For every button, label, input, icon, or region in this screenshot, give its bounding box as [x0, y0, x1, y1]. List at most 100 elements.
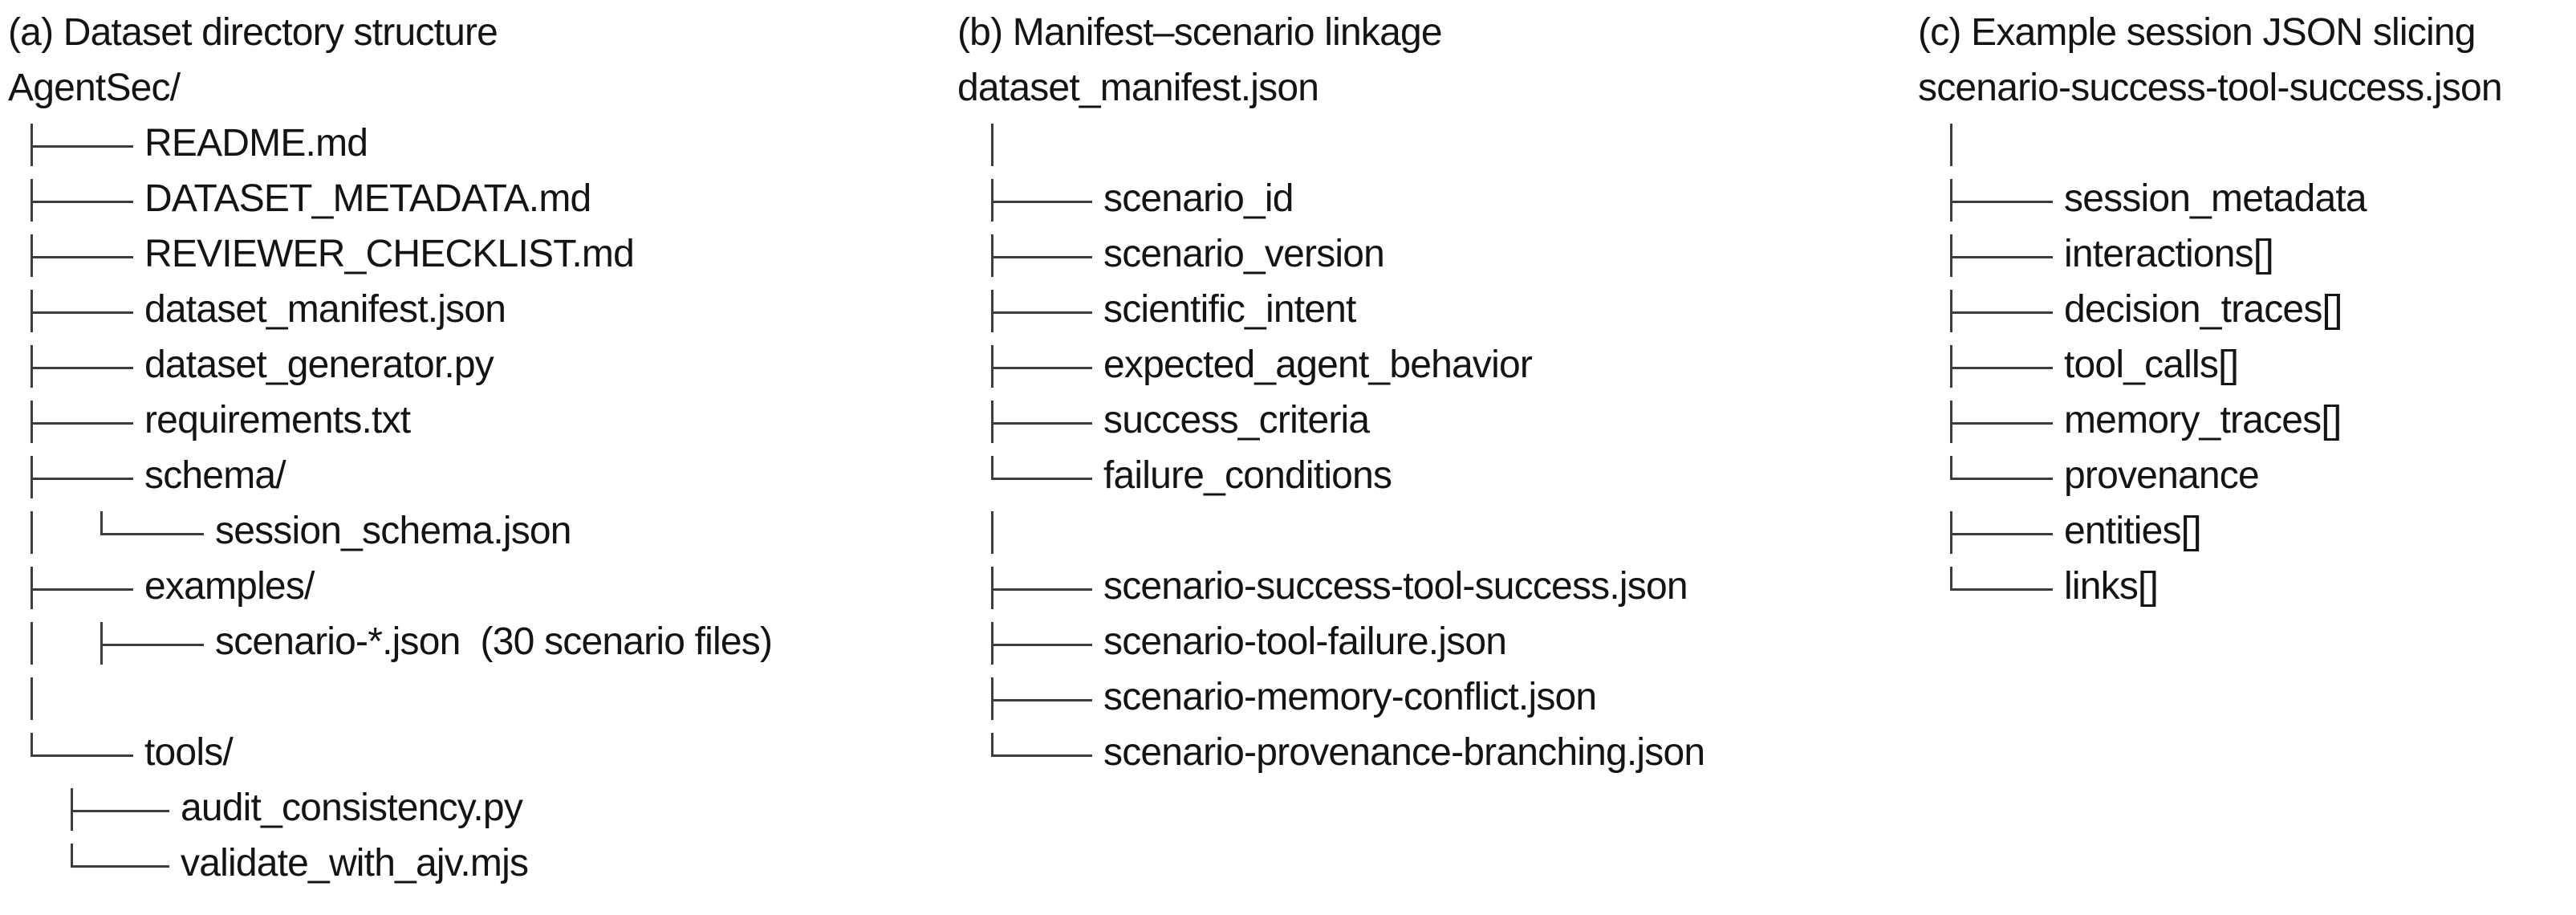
tree-row: tools/ [8, 722, 963, 777]
tree-item-label: decision_traces[] [2064, 288, 2342, 331]
tree-vertical-line [991, 567, 993, 609]
tree-horizontal-line [71, 810, 169, 812]
tree-vertical-line [30, 124, 33, 166]
tree-horizontal-line [30, 311, 133, 314]
tree-horizontal-line [991, 644, 1092, 646]
tree-item-label: scenario_id [1103, 177, 1294, 220]
tree-horizontal-line [991, 422, 1092, 425]
tree-vertical-line [991, 677, 993, 720]
tree-row: tool_calls[] [1918, 334, 2576, 389]
tree-vertical-line [1950, 345, 1952, 388]
tree-row: provenance [1918, 445, 2576, 500]
tree-item-label: validate_with_ajv.mjs [181, 842, 529, 885]
tree-item-label: session_schema.json [215, 510, 572, 552]
tree-vertical-line [30, 733, 33, 757]
tree-horizontal-line [1950, 311, 2053, 314]
tree-horizontal-line [30, 588, 133, 591]
tree-row: DATASET_METADATA.md [8, 168, 963, 223]
tree-row [957, 112, 1912, 168]
tree-vertical-line [30, 290, 33, 332]
tree-vertical-line [71, 788, 73, 831]
panel-title-row: (a) Dataset directory structure [8, 2, 963, 57]
tree-item-label: audit_consistency.py [181, 787, 523, 829]
tree-item-label: DATASET_METADATA.md [144, 177, 591, 220]
tree-row: scenario-provenance-branching.json [957, 722, 1912, 777]
tree-vertical-line [30, 622, 33, 665]
tree-vertical-line [30, 401, 33, 443]
tree-horizontal-line [30, 422, 133, 425]
tree-item-label: memory_traces[] [2064, 399, 2342, 441]
panel-title-row: (c) Example session JSON slicing [1918, 2, 2576, 57]
panel-title-row: (b) Manifest–scenario linkage [957, 2, 1912, 57]
tree-horizontal-line [991, 478, 1092, 480]
tree-horizontal-line [1950, 588, 2053, 591]
tree-vertical-line [30, 234, 33, 277]
tree-item-label: entities[] [2064, 510, 2202, 552]
tree-item-label: expected_agent_behavior [1103, 344, 1533, 386]
tree-horizontal-line [991, 201, 1092, 203]
tree-item-label: REVIEWER_CHECKLIST.md [144, 233, 635, 275]
tree-vertical-line [991, 456, 993, 480]
tree-item-label: tool_calls[] [2064, 344, 2239, 386]
tree-vertical-line [1950, 456, 1952, 480]
tree-row: memory_traces[] [1918, 389, 2576, 445]
tree-item-label: provenance [2064, 454, 2260, 497]
tree-vertical-line [991, 179, 993, 222]
tree-horizontal-line [1950, 367, 2053, 369]
tree-row: dataset_generator.py [8, 334, 963, 389]
tree-row: expected_agent_behavior [957, 334, 1912, 389]
tree-horizontal-line [30, 367, 133, 369]
tree-item-label: interactions[] [2064, 233, 2274, 275]
tree-vertical-line [991, 733, 993, 757]
panel-title: (b) Manifest–scenario linkage [957, 11, 1443, 54]
tree-row [8, 666, 963, 722]
tree-row: interactions[] [1918, 223, 2576, 279]
tree-row: schema/ [8, 445, 963, 500]
tree-vertical-line [30, 567, 33, 609]
tree-vertical-line [100, 622, 103, 665]
tree-vertical-line [1950, 179, 1952, 222]
tree-vertical-line [1950, 290, 1952, 332]
tree-row: scenario-success-tool-success.json [957, 555, 1912, 611]
tree-vertical-line [991, 511, 993, 554]
tree-row: audit_consistency.py [8, 777, 963, 832]
tree-item-label: tools/ [144, 731, 234, 774]
tree-horizontal-line [1950, 201, 2053, 203]
panel-root-row: scenario-success-tool-success.json [1918, 57, 2576, 112]
panel-manifest-scenario-linkage: (b) Manifest–scenario linkage dataset_ma… [957, 2, 1912, 913]
tree-item-label: schema/ [144, 454, 286, 497]
tree-item-label: requirements.txt [144, 399, 411, 441]
tree-row: success_criteria [957, 389, 1912, 445]
tree-vertical-line [30, 345, 33, 388]
panel-dataset-directory-structure: (a) Dataset directory structure AgentSec… [8, 2, 963, 913]
tree-item-label: dataset_manifest.json [144, 288, 506, 331]
tree-horizontal-line [991, 311, 1092, 314]
tree-horizontal-line [30, 145, 133, 148]
panel-root-row: dataset_manifest.json [957, 57, 1912, 112]
tree-row: scenario-*.json (30 scenario files) [8, 611, 963, 666]
tree-item-label: scenario-*.json (30 scenario files) [215, 620, 773, 663]
tree-vertical-line [991, 345, 993, 388]
tree-vertical-line [30, 456, 33, 498]
tree-horizontal-line [1950, 478, 2053, 480]
tree-item-label: README.md [144, 122, 368, 165]
tree-row [957, 500, 1912, 555]
tree-horizontal-line [991, 699, 1092, 702]
tree-horizontal-line [1950, 256, 2053, 258]
panel-title: (a) Dataset directory structure [8, 11, 498, 54]
tree-row: entities[] [1918, 500, 2576, 555]
tree-row: links[] [1918, 555, 2576, 611]
tree-horizontal-line [30, 201, 133, 203]
tree-vertical-line [1950, 401, 1952, 443]
tree-row [1918, 112, 2576, 168]
tree-item-label: scenario-success-tool-success.json [1103, 565, 1688, 608]
tree-row: validate_with_ajv.mjs [8, 832, 963, 888]
tree-horizontal-line [1950, 533, 2053, 535]
tree-vertical-line [1950, 234, 1952, 277]
tree-item-label: failure_conditions [1103, 454, 1392, 497]
tree-row: requirements.txt [8, 389, 963, 445]
tree-vertical-line [100, 511, 103, 535]
